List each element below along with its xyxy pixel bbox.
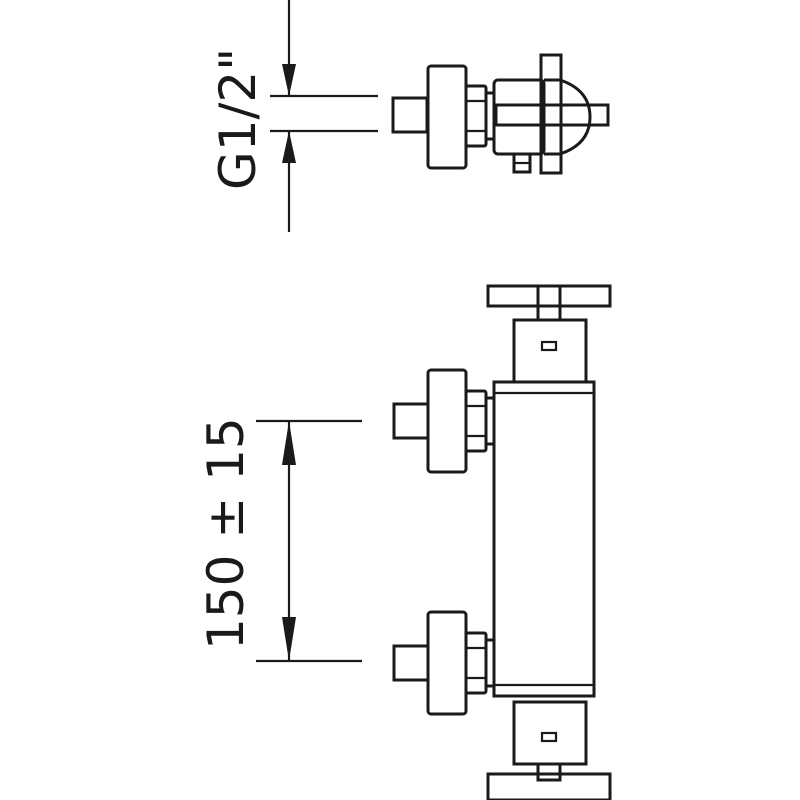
valve-body-top (492, 78, 546, 156)
thread-dimension: G1/2" (209, 0, 378, 232)
front-view: 150 ± 15 (197, 284, 612, 800)
cross-handle-upper (486, 284, 612, 322)
center-distance-dimension: 150 ± 15 (197, 417, 362, 663)
upper-connector (392, 368, 496, 474)
cross-handle-lower (486, 762, 612, 800)
lower-connector (392, 610, 496, 716)
hex-nut-top (464, 84, 488, 148)
inlet-nipple-top (391, 96, 429, 134)
flange-top (426, 64, 468, 170)
center-distance-label: 150 ± 15 (197, 417, 255, 650)
side-view: G1/2" (209, 0, 610, 232)
thread-size-label: G1/2" (209, 48, 267, 190)
valve-body-front (492, 380, 596, 698)
cross-handle-top (494, 53, 610, 175)
